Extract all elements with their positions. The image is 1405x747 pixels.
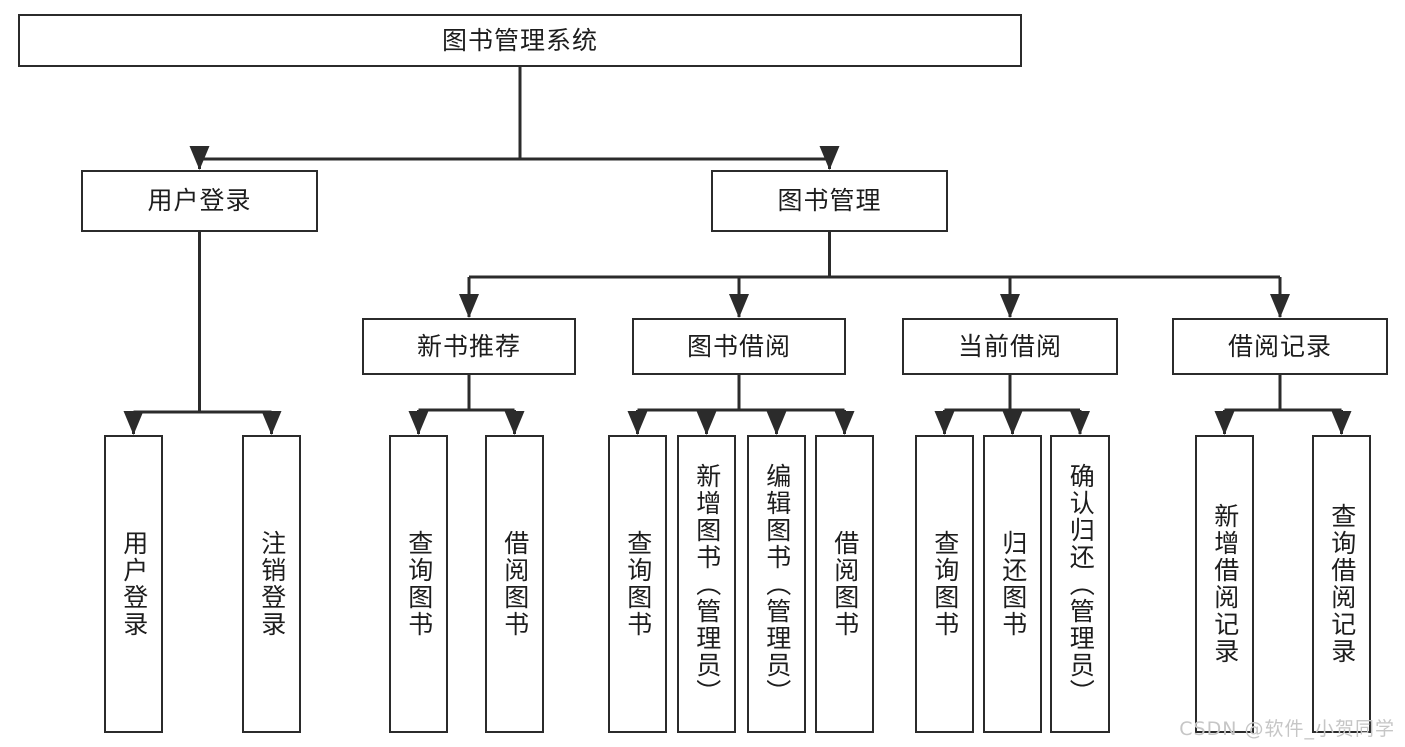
watermark-label: CSDN @软件_小贺同学: [1179, 718, 1395, 740]
node-leaf-confirm-return[interactable]: 确认归还（管理员）: [1050, 435, 1110, 733]
node-label: 确认归还（管理员）: [1066, 462, 1096, 706]
node-leaf-borrow-book-2[interactable]: 借阅图书: [815, 435, 874, 733]
node-leaf-logout[interactable]: 注销登录: [242, 435, 301, 733]
node-new-book-rec[interactable]: 新书推荐: [362, 318, 576, 375]
node-book-borrow[interactable]: 图书借阅: [632, 318, 846, 375]
node-label: 归还图书: [998, 530, 1028, 638]
node-current-borrow[interactable]: 当前借阅: [902, 318, 1118, 375]
node-label: 借阅记录: [1227, 331, 1332, 361]
node-leaf-return-book[interactable]: 归还图书: [983, 435, 1042, 733]
node-label: 注销登录: [257, 530, 287, 638]
node-label: 图书管理系统: [441, 25, 598, 55]
node-user-login[interactable]: 用户登录: [81, 170, 318, 232]
node-leaf-add-record[interactable]: 新增借阅记录: [1195, 435, 1254, 733]
node-label: 新书推荐: [416, 331, 521, 361]
node-leaf-user-login[interactable]: 用户登录: [104, 435, 163, 733]
node-label: 新增借阅记录: [1210, 503, 1240, 665]
node-leaf-borrow-book-1[interactable]: 借阅图书: [485, 435, 544, 733]
node-label: 编辑图书（管理员）: [762, 462, 792, 706]
node-root[interactable]: 图书管理系统: [18, 14, 1022, 67]
node-label: 借阅图书: [500, 530, 530, 638]
node-label: 查询图书: [623, 530, 653, 638]
node-book-manage[interactable]: 图书管理: [711, 170, 948, 232]
node-label: 用户登录: [119, 530, 149, 638]
node-label: 用户登录: [147, 186, 252, 215]
node-leaf-query-book-1[interactable]: 查询图书: [389, 435, 448, 733]
node-label: 新增图书（管理员）: [692, 462, 722, 706]
node-leaf-query-record[interactable]: 查询借阅记录: [1312, 435, 1371, 733]
node-label: 图书管理: [777, 186, 882, 215]
node-borrow-record[interactable]: 借阅记录: [1172, 318, 1388, 375]
node-label: 图书借阅: [686, 331, 791, 361]
node-label: 查询图书: [404, 530, 434, 638]
node-label: 当前借阅: [957, 331, 1062, 361]
node-leaf-add-book[interactable]: 新增图书（管理员）: [677, 435, 736, 733]
node-label: 查询借阅记录: [1327, 503, 1357, 665]
node-leaf-edit-book[interactable]: 编辑图书（管理员）: [747, 435, 806, 733]
node-label: 查询图书: [930, 530, 960, 638]
node-leaf-query-book-2[interactable]: 查询图书: [608, 435, 667, 733]
node-label: 借阅图书: [830, 530, 860, 638]
node-leaf-query-book-3[interactable]: 查询图书: [915, 435, 974, 733]
